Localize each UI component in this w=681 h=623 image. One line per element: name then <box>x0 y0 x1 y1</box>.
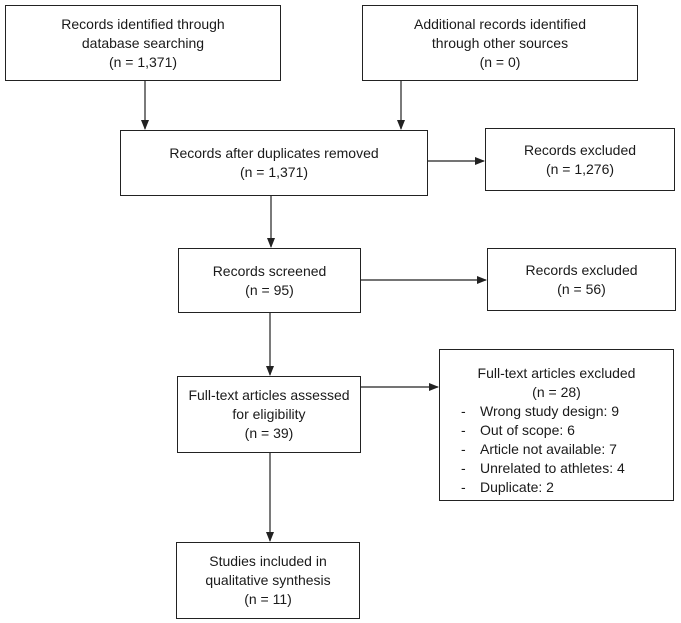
box-fulltext-assessed: Full-text articles assessed for eligibil… <box>177 376 361 453</box>
bullet-dash: - <box>461 422 466 438</box>
bullet-dash: - <box>461 441 466 457</box>
bullet-dash: - <box>461 460 466 476</box>
box-other-sources-line2: through other sources <box>431 34 569 51</box>
exclusion-reason: - Article not available: 7 <box>461 440 625 459</box>
box-duplicates-removed-count: (n = 1,371) <box>239 164 309 180</box>
exclusion-reason-text: Out of scope: 6 <box>480 422 575 438</box>
box-studies-included: Studies included in qualitative synthesi… <box>176 542 360 619</box>
box-records-screened-count: (n = 95) <box>245 281 294 298</box>
box-records-screened-label: Records screened <box>212 262 327 279</box>
box-duplicates-removed: Records after duplicates removed (n = 1,… <box>120 130 428 196</box>
box-fulltext-excluded-title: Full-text articles excluded <box>477 365 636 381</box>
exclusion-reason: - Unrelated to athletes: 4 <box>461 459 625 478</box>
box-database-search-line1: Records identified through <box>61 15 225 32</box>
exclusion-reason-text: Duplicate: 2 <box>480 479 554 495</box>
box-other-sources-line1: Additional records identified <box>414 15 586 32</box>
box-fulltext-excluded-count: (n = 28) <box>532 384 581 400</box>
box-studies-included-line2: qualitative synthesis <box>205 572 331 588</box>
box-fulltext-assessed-line2: for eligibility <box>232 406 306 422</box>
exclusion-reason-text: Article not available: 7 <box>480 441 617 457</box>
box-records-excluded-first: Records excluded (n = 1,276) <box>485 128 675 191</box>
bullet-dash: - <box>461 479 466 495</box>
box-studies-included-count: (n = 11) <box>244 591 292 607</box>
box-database-search: Records identified through database sear… <box>5 5 281 81</box>
box-database-search-count: (n = 1,371) <box>108 53 178 70</box>
box-studies-included-line1: Studies included in <box>209 553 327 569</box>
box-fulltext-assessed-count: (n = 39) <box>244 425 294 441</box>
box-records-excluded-second-count: (n = 56) <box>557 280 606 297</box>
box-fulltext-assessed-line1: Full-text articles assessed <box>188 387 350 403</box>
exclusion-reason: - Wrong study design: 9 <box>461 402 625 421</box>
box-records-excluded-second-label: Records excluded <box>525 261 638 278</box>
box-other-sources-count: (n = 0) <box>479 53 521 70</box>
exclusion-reasons-list: - Wrong study design: 9 - Out of scope: … <box>461 402 625 497</box>
box-other-sources: Additional records identified through ot… <box>362 5 638 81</box>
exclusion-reason-text: Wrong study design: 9 <box>480 403 620 419</box>
box-records-excluded-first-label: Records excluded <box>523 141 637 158</box>
box-records-excluded-first-count: (n = 1,276) <box>545 160 615 177</box>
box-records-excluded-second: Records excluded (n = 56) <box>487 248 676 311</box>
box-records-screened: Records screened (n = 95) <box>178 248 361 313</box>
exclusion-reason: - Out of scope: 6 <box>461 421 625 440</box>
box-database-search-line2: database searching <box>81 34 205 51</box>
box-fulltext-excluded: Full-text articles excluded (n = 28) - W… <box>439 349 674 501</box>
box-duplicates-removed-label: Records after duplicates removed <box>169 145 379 161</box>
exclusion-reason: - Duplicate: 2 <box>461 478 625 497</box>
bullet-dash: - <box>461 403 466 419</box>
exclusion-reason-text: Unrelated to athletes: 4 <box>480 460 625 476</box>
